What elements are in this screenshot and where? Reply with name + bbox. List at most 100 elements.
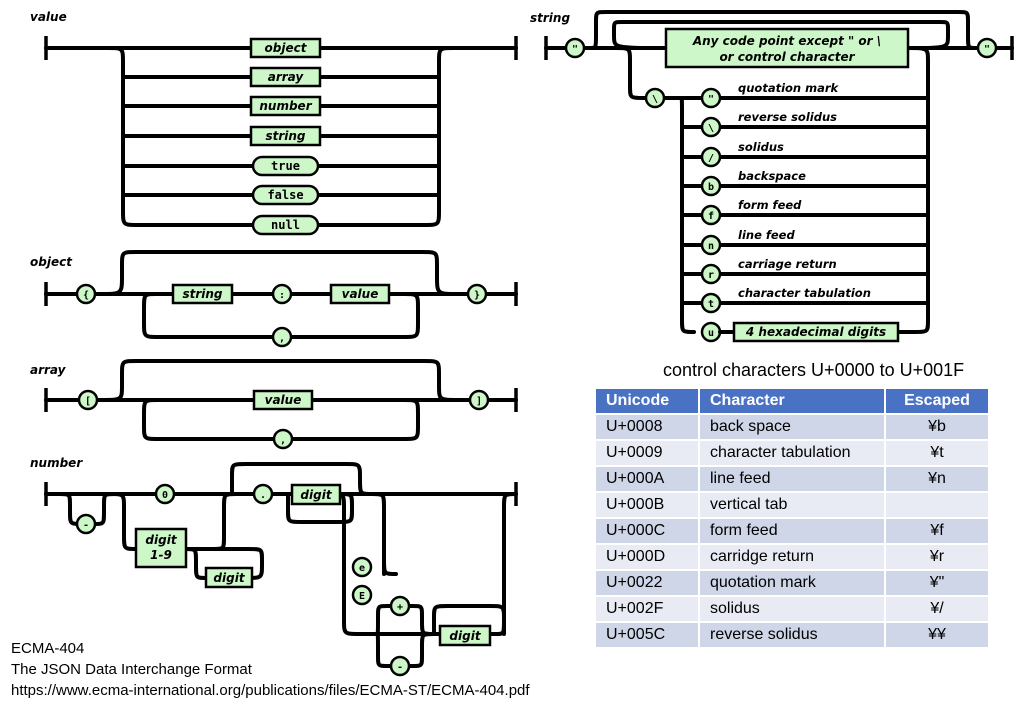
value-null-pill	[251, 214, 320, 236]
array-open-bracket-label: [	[85, 396, 91, 407]
number-zero-circle	[154, 483, 176, 505]
escape-linefeed-desc: line feed	[738, 228, 795, 242]
string-escape-right-bus	[898, 46, 930, 334]
escape-unicode-char: u	[708, 328, 714, 339]
escape-hex-box	[732, 321, 900, 343]
escape-formfeed-desc: form feed	[738, 198, 802, 212]
cell-escaped: ¥f	[885, 517, 988, 544]
number-plus-label: +	[397, 602, 403, 613]
number-minus2-circle	[389, 655, 411, 677]
number-digit19-branch	[108, 492, 138, 551]
header-character: Character	[699, 389, 886, 414]
cell-escaped: ¥n	[885, 465, 988, 492]
string-empty-bypass	[588, 10, 978, 50]
cell-escaped: ¥"	[885, 569, 988, 596]
array-comma	[272, 428, 294, 450]
escape-tab-circle	[700, 292, 722, 314]
value-string-label: string	[265, 129, 305, 143]
array-diagram: array [ value , ]	[30, 359, 518, 450]
citation-url[interactable]: https://www.ecma-international.org/publi…	[11, 682, 530, 699]
array-title: array	[30, 363, 67, 377]
cell-unicode: U+0009	[596, 439, 700, 466]
table-row: U+000C form feed ¥f	[596, 517, 988, 544]
array-open-bracket	[77, 389, 99, 411]
string-backslash-label: \	[652, 94, 658, 105]
object-string-label: string	[182, 287, 222, 301]
escape-tab-char: t	[708, 299, 714, 310]
string-char-loop	[612, 20, 950, 50]
cell-escaped	[885, 491, 988, 518]
number-frac-repeat	[286, 492, 354, 524]
cell-character: reverse solidus	[699, 621, 886, 647]
table-row: U+0008 back space ¥b	[596, 413, 988, 440]
string-escape-lines	[680, 96, 930, 305]
string-close-quote	[976, 37, 998, 59]
escape-return-circle	[700, 263, 722, 285]
array-value-label: value	[265, 393, 302, 407]
cell-character: form feed	[699, 517, 886, 544]
object-open-brace	[75, 283, 97, 305]
escape-quote-desc: quotation mark	[738, 81, 840, 95]
escape-return-char: r	[708, 270, 714, 281]
value-false-label: false	[267, 188, 303, 202]
cell-escaped: ¥¥	[885, 621, 988, 647]
number-digit-c-label: digit	[449, 629, 481, 643]
number-minus2-label: -	[397, 662, 403, 673]
cell-character: character tabulation	[699, 439, 886, 466]
number-digit-c-box	[438, 624, 492, 647]
object-value-label: value	[342, 287, 379, 301]
table-row: U+002F solidus ¥/	[596, 595, 988, 622]
table-row: U+000B vertical tab	[596, 491, 988, 518]
object-value-box	[329, 283, 391, 305]
string-anychar-box	[664, 27, 910, 69]
number-plus-circle	[389, 595, 411, 617]
citation-title: The JSON Data Interchange Format	[11, 661, 252, 678]
number-e-lower-label: e	[359, 563, 365, 574]
string-anychar-line2: or control character	[719, 50, 855, 64]
number-digit19-box	[134, 527, 188, 569]
value-diagram: value object array number string true fa…	[30, 10, 518, 236]
object-open-brace-label: {	[83, 290, 89, 301]
number-digit-a-box	[204, 566, 254, 589]
cell-escaped: ¥/	[885, 595, 988, 622]
cell-character: back space	[699, 413, 886, 440]
object-comma-label: ,	[279, 333, 285, 344]
object-diagram: object { string : value , }	[30, 250, 518, 348]
escape-hex-label: 4 hexadecimal digits	[745, 325, 886, 339]
value-null-label: null	[271, 218, 300, 232]
escape-return-desc: carriage return	[738, 257, 837, 271]
number-e-upper-circle	[351, 584, 373, 606]
value-false-pill	[251, 184, 320, 206]
header-unicode: Unicode	[596, 389, 700, 414]
cell-escaped: ¥b	[885, 413, 988, 440]
escape-formfeed-circle	[700, 204, 722, 226]
table-row: U+000A line feed ¥n	[596, 465, 988, 492]
cell-character: carridge return	[699, 543, 886, 570]
value-object-box	[249, 37, 322, 59]
object-title: object	[30, 255, 73, 269]
object-colon-label: :	[279, 290, 285, 301]
number-zero-label: 0	[162, 490, 168, 501]
object-string-box	[171, 283, 234, 305]
number-digit-b-label: digit	[300, 488, 332, 502]
number-e-lower-circle	[351, 556, 373, 578]
string-diagram: string " Any code point except " or \ or…	[530, 10, 1014, 343]
object-colon	[271, 283, 293, 305]
citation: ECMA-404 The JSON Data Interchange Forma…	[11, 638, 530, 701]
escape-backslash-char: \	[708, 123, 714, 134]
citation-standard: ECMA-404	[11, 640, 85, 657]
cell-unicode: U+000B	[596, 491, 700, 518]
string-title: string	[530, 11, 570, 25]
cell-unicode: U+000A	[596, 465, 700, 492]
escape-solidus-desc: solidus	[738, 140, 784, 154]
string-open-quote-label: "	[572, 44, 578, 55]
array-empty-bypass	[100, 359, 460, 402]
number-exp-out	[428, 492, 518, 636]
table-row: U+0009 character tabulation ¥t	[596, 439, 988, 466]
string-close-quote-label: "	[984, 44, 990, 55]
object-comma	[271, 326, 293, 348]
value-true-label: true	[271, 159, 300, 173]
value-title: value	[30, 10, 67, 24]
value-array-label: array	[268, 70, 305, 84]
